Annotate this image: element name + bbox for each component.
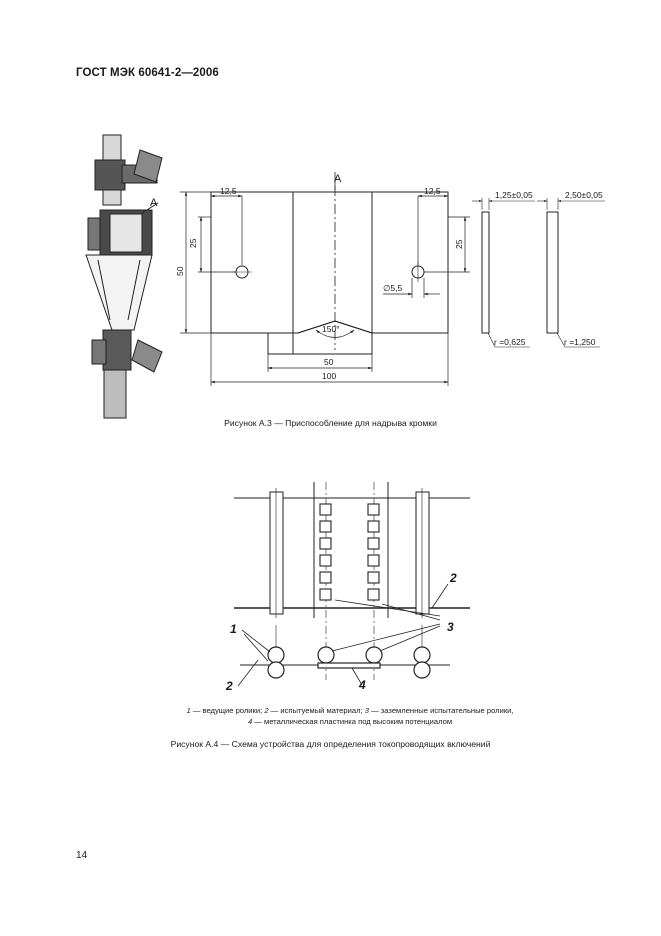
dim-thickness-1: 1,25±0,05	[495, 190, 533, 200]
dim-total-height: 50	[175, 266, 185, 276]
label-1: 1	[230, 622, 237, 636]
figure-a3-drawing: А	[85, 134, 605, 419]
figure-a3-caption: Рисунок А.3 — Приспособление для надрыва…	[224, 418, 437, 428]
label-2-bottom: 2	[225, 679, 233, 693]
dim-total-width: 100	[322, 371, 336, 381]
photo-label-a: А	[150, 197, 158, 209]
dim-radius-1: r =0,625	[494, 337, 526, 347]
dim-radius-2: r =1,250	[564, 337, 596, 347]
dim-hole-diameter: ∅5,5	[383, 283, 402, 293]
document-header: ГОСТ МЭК 60641-2—2006	[76, 67, 219, 79]
page-number: 14	[76, 850, 88, 861]
rollers	[267, 646, 431, 679]
label-2-top: 2	[449, 571, 457, 585]
section-label-a: А	[334, 173, 342, 185]
legend-text-2: — испытуемый материал;	[268, 706, 365, 715]
legend-text-3: — заземленные испытательные ролики,	[368, 706, 514, 715]
dim-hole-height-left: 25	[188, 238, 198, 248]
contact-blocks	[319, 503, 380, 601]
dim-hole-height-right: 25	[454, 239, 464, 249]
legend-num-4: 4	[247, 717, 253, 726]
dim-thickness-2: 2,50±0,05	[565, 190, 603, 200]
plate-drawing	[210, 186, 449, 355]
figure-a4-drawing: 1 2 2 3 4	[225, 482, 470, 693]
figure-a4-legend: 1 — ведущие ролики; 2 — испытуемый матер…	[130, 705, 570, 727]
legend-num-3: 3	[364, 706, 369, 715]
legend-num-1: 1	[186, 706, 191, 715]
specimen-photo	[85, 134, 163, 419]
dim-angle: 150°	[322, 324, 340, 334]
legend-num-2: 2	[264, 706, 269, 715]
dim-notch-width: 50	[324, 357, 334, 367]
side-views	[472, 198, 605, 348]
dim-hole-offset-left: 12,5	[220, 186, 237, 196]
legend-text-4: — металлическая пластинка под высоким по…	[252, 717, 453, 726]
figure-a4-caption: Рисунок А.4 — Схема устройства для опред…	[170, 739, 491, 749]
label-3: 3	[447, 620, 454, 634]
dim-hole-offset-right: 12,5	[424, 186, 441, 196]
label-4: 4	[358, 678, 366, 692]
legend-text-1: — ведущие ролики;	[190, 706, 265, 715]
